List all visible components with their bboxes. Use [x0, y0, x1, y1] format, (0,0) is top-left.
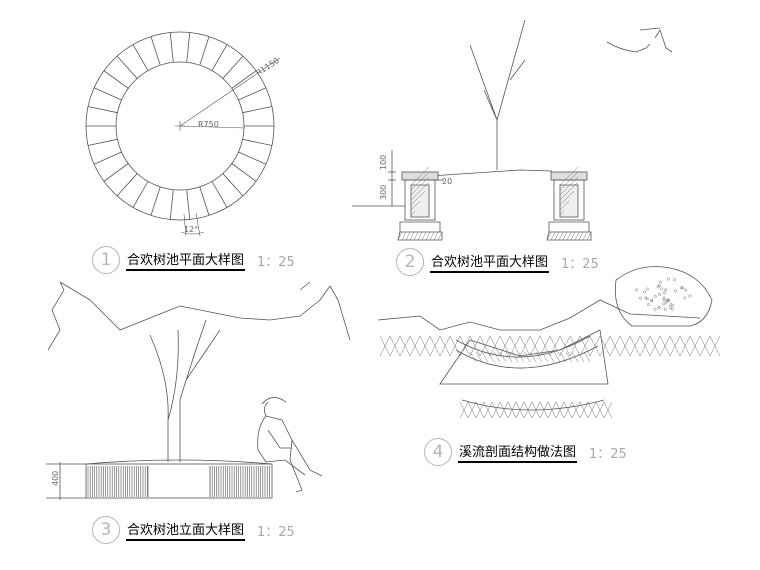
detail-title-3: 合欢树池立面大样图: [126, 519, 245, 541]
bench-hatching: [88, 466, 269, 497]
detail-number-2: 2: [396, 248, 424, 276]
height-100-label: 100: [379, 155, 388, 170]
outer-radius-label: R1150: [254, 56, 281, 78]
detail-title-4: 溪流剖面结构做法图: [458, 441, 577, 463]
detail-scale-1: 1：25: [257, 251, 295, 270]
height-400-label: 400: [51, 471, 60, 486]
detail-label-4: 4 溪流剖面结构做法图 1：25: [424, 438, 627, 466]
detail-title-1: 合欢树池平面大样图: [126, 249, 245, 271]
detail-scale-2: 1：25: [561, 253, 599, 272]
detail-scale-3: 1：25: [257, 521, 295, 540]
detail-number-1: 1: [92, 246, 120, 274]
detail-title-2: 合欢树池平面大样图: [430, 251, 549, 273]
height-300-label: 300: [379, 185, 388, 200]
detail-label-1: 1 合欢树池平面大样图 1：25: [92, 246, 295, 274]
stream-hatching: [380, 278, 720, 418]
detail-number-3: 3: [92, 516, 120, 544]
inner-radius-label: R750: [198, 120, 219, 129]
width-20-label: 20: [442, 177, 452, 186]
stream-section: [378, 267, 712, 411]
tree-pit-section: [352, 20, 672, 240]
detail-label-2: 2 合欢树池平面大样图 1：25: [396, 248, 599, 276]
tree-pit-elevation: [46, 282, 350, 500]
detail-label-3: 3 合欢树池立面大样图 1：25: [92, 516, 295, 544]
detail-scale-4: 1：25: [589, 443, 627, 462]
detail-number-4: 4: [424, 438, 452, 466]
angle-label: 12°: [184, 225, 198, 234]
